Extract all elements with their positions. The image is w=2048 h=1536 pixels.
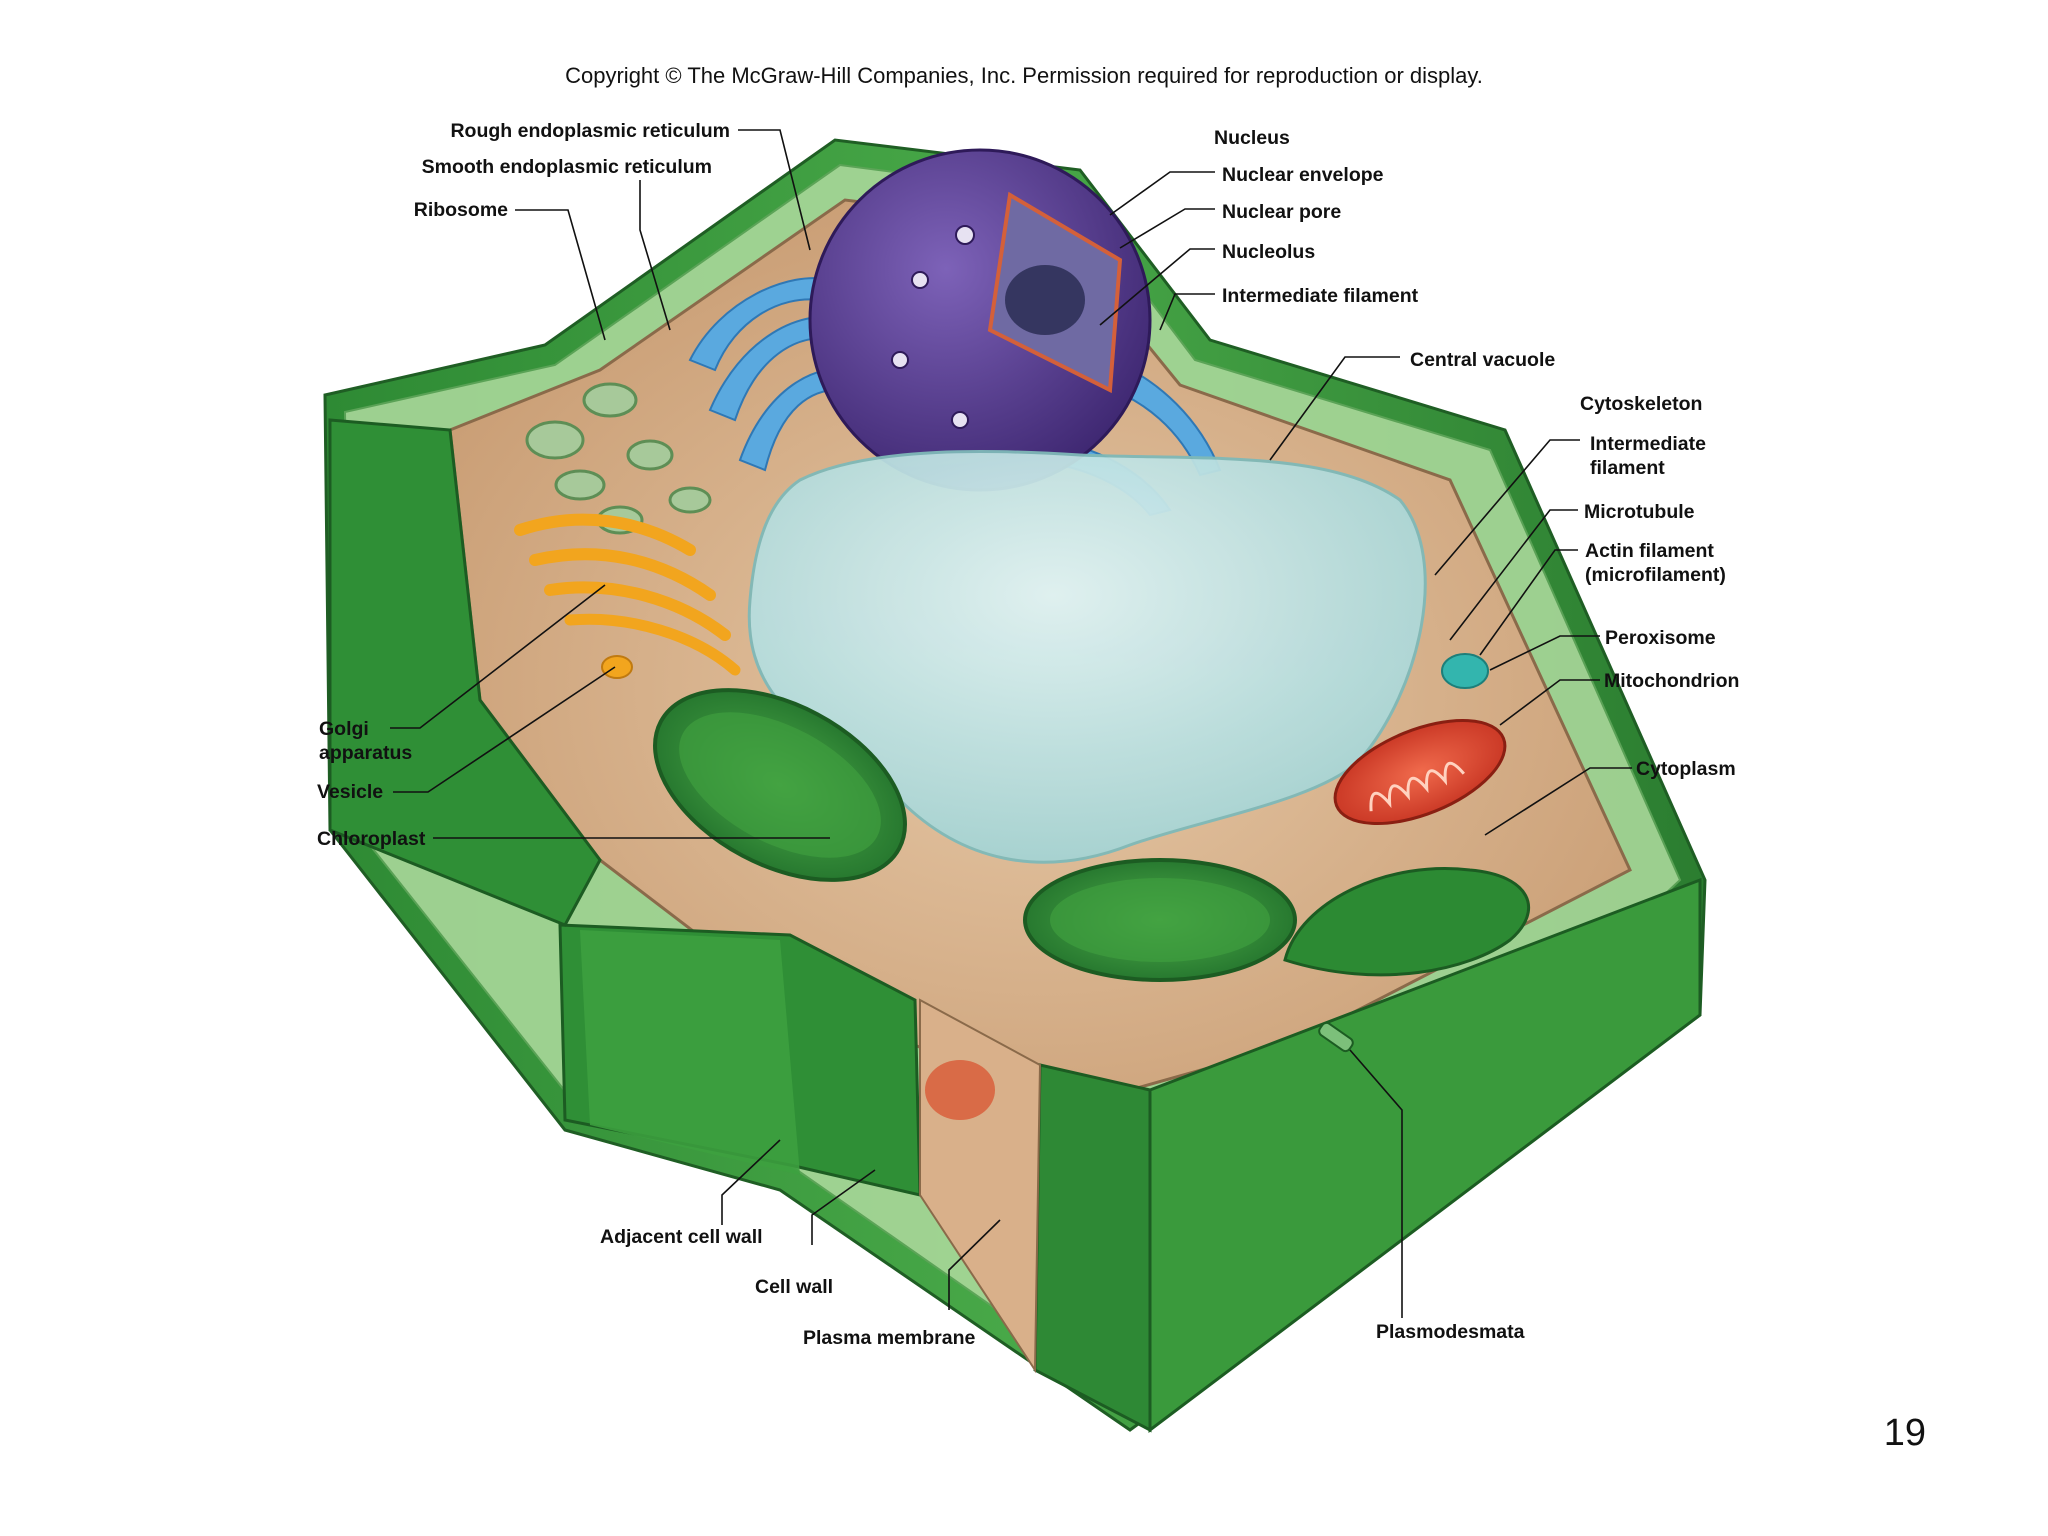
label-rough-er: Rough endoplasmic reticulum (450, 120, 730, 142)
label-nuclear-pore: Nuclear pore (1222, 201, 1342, 223)
nucleolus (1005, 265, 1085, 335)
label-intermediate-line1: Intermediate (1590, 433, 1706, 455)
chloroplast-2 (1023, 858, 1297, 982)
label-actin-line2: (microfilament) (1585, 564, 1726, 586)
peroxisome (1441, 653, 1489, 689)
label-central-vacuole: Central vacuole (1410, 349, 1556, 371)
label-nucleolus: Nucleolus (1222, 241, 1316, 263)
label-golgi-line1: Golgi (319, 718, 369, 740)
chloroplast (653, 688, 907, 882)
plasma-membrane-organelle (925, 1060, 995, 1120)
label-vesicle: Vesicle (317, 781, 384, 803)
nucleus (808, 148, 1152, 492)
label-nuclear-envelope: Nuclear envelope (1222, 164, 1384, 186)
label-intermediate-filament: Intermediate filament (1590, 432, 1706, 480)
label-actin-filament: Actin filament (microfilament) (1585, 539, 1726, 587)
vesicle (601, 655, 633, 679)
label-cytoplasm: Cytoplasm (1636, 758, 1736, 780)
copyright-notice: Copyright © The McGraw-Hill Companies, I… (565, 63, 1483, 88)
label-peroxisome: Peroxisome (1605, 627, 1716, 649)
label-plasma-membrane: Plasma membrane (803, 1327, 976, 1349)
label-cell-wall: Cell wall (755, 1276, 834, 1298)
leader-lines (390, 129, 1632, 1318)
label-smooth-er: Smooth endoplasmic reticulum (421, 156, 712, 178)
nuclear-pore (955, 225, 975, 245)
page-number: 19 (1883, 1412, 1926, 1454)
label-adjacent-cell-wall: Adjacent cell wall (600, 1226, 763, 1248)
label-microtubule: Microtubule (1584, 501, 1695, 523)
golgi-apparatus (514, 513, 741, 676)
chloroplast-3 (1283, 867, 1530, 977)
label-nucleus: Nucleus (1214, 127, 1290, 149)
label-ribosome: Ribosome (413, 199, 508, 221)
label-mitochondrion: Mitochondrion (1604, 670, 1740, 692)
label-chloroplast: Chloroplast (317, 828, 426, 850)
label-actin-line1: Actin filament (1585, 540, 1714, 562)
mitochondrion (1333, 718, 1507, 826)
label-golgi-apparatus: Golgi apparatus (319, 717, 412, 765)
label-cytoskeleton: Cytoskeleton (1580, 393, 1703, 415)
label-intermediate-filament-nucleus: Intermediate filament (1222, 285, 1419, 307)
label-intermediate-line2: filament (1590, 457, 1665, 479)
label-golgi-line2: apparatus (319, 742, 413, 764)
plasmodesmata (1318, 1021, 1354, 1053)
label-plasmodesmata: Plasmodesmata (1376, 1321, 1525, 1343)
